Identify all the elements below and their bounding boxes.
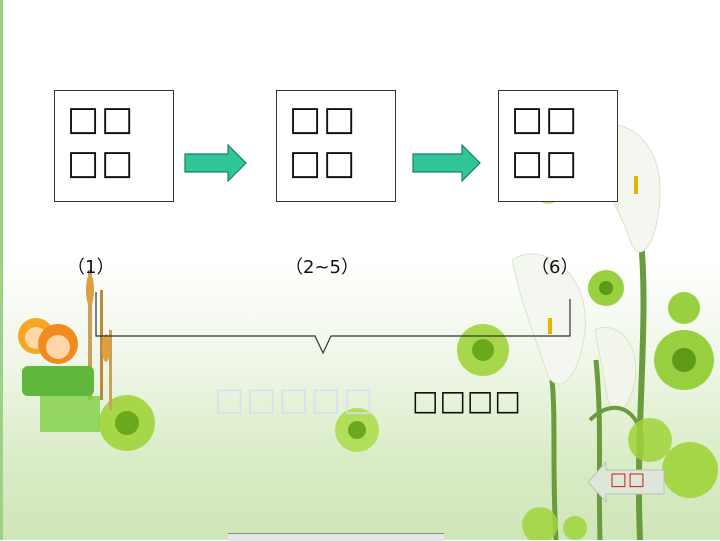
arrow-right-icon (184, 144, 247, 182)
paragraph-label-1: （1） (67, 257, 115, 278)
flow-box-3: □□□□ (498, 90, 618, 202)
cartoon-kids-illustration (18, 270, 112, 432)
flow-box-1: □□□□ (54, 90, 174, 202)
faint-watermark-text: □□□□□ (214, 380, 376, 418)
back-button[interactable] (588, 460, 666, 504)
bottom-toolbar (228, 533, 444, 541)
back-arrow-icon[interactable] (588, 460, 665, 504)
summary-label: □□□□ (412, 384, 522, 417)
arrow-right-icon (412, 144, 481, 182)
flow-box-2: □□□□ (276, 90, 396, 202)
paragraph-label-2: （2~5） (285, 257, 359, 278)
left-border (0, 0, 3, 540)
paragraph-label-3: （6） (531, 257, 579, 278)
back-button-label[interactable]: □□ (610, 469, 647, 490)
green-flower-illustration (99, 180, 718, 540)
